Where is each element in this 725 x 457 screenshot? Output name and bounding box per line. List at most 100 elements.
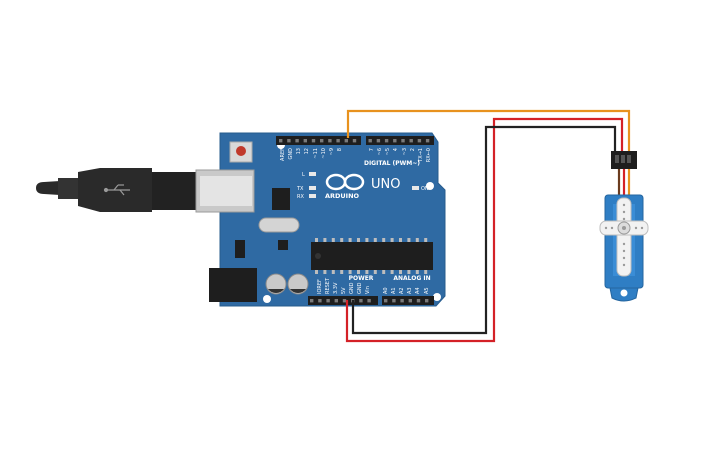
digital-pin-hole[interactable] [417,139,422,143]
mounting-hole [426,182,434,190]
horn-hole [604,226,608,230]
power-wire[interactable] [345,117,624,343]
digital-pin-hole[interactable] [352,139,357,143]
horn-hole [610,226,614,230]
led-l-label: L [302,172,305,178]
power-pin-hole[interactable] [342,299,347,303]
digital-pin-hole[interactable] [303,139,307,143]
chip-pin [382,270,386,274]
digital-pin-label: 12 [304,148,310,154]
horn-hole [622,263,626,267]
digital-pin-hole[interactable] [401,139,405,143]
power-pin-label: Vin [365,286,371,294]
reset-button[interactable] [229,141,253,163]
digital-pin-hole[interactable] [287,139,291,143]
chip-pin [331,238,335,242]
chip-pin [357,270,360,274]
digital-pin-label: GND [288,148,294,160]
analog-pin-label: A4 [415,287,421,294]
analog-pin-hole[interactable] [384,299,388,303]
analog-pin-hole[interactable] [416,299,421,303]
small-component [278,240,288,250]
power-section-label: POWER [349,275,374,282]
servo-mount-hole [620,289,628,297]
digital-pin-label: ~9 [329,148,335,155]
digital-pin-label: 8 [337,148,343,151]
chip-pin [407,270,411,274]
usb-cable[interactable] [36,168,196,212]
digital-pin-label: RX←0 [426,148,432,162]
usb-cable-end [36,181,60,195]
power-pin-hole[interactable] [359,299,363,303]
power-pin-hole[interactable] [334,299,338,303]
led-on [412,186,419,190]
servo-horn[interactable] [599,197,649,277]
analog-header[interactable] [382,296,434,305]
usb-symbol-icon [103,184,130,196]
power-pin-hole[interactable] [367,299,371,303]
digital-pin-label: TX→1 [418,148,424,163]
digital-pin-hole[interactable] [344,139,348,143]
led-tx [309,186,316,190]
chip-pin [407,238,411,242]
chip-pin [399,270,402,274]
digital-pin-label: 4 [393,148,399,151]
atmega-chip [311,242,433,270]
arduino-infinity-icon [325,173,365,191]
digital-pin-label: AREF [280,148,286,161]
digital-pin-hole[interactable] [295,139,299,143]
power-pin-hole[interactable] [318,299,322,303]
digital-header-right[interactable] [366,136,434,145]
digital-pin-hole[interactable] [393,139,397,143]
led-l [309,172,316,176]
analog-pin-hole[interactable] [408,299,412,303]
chip-pin [340,270,344,274]
ground-wire[interactable] [351,125,617,335]
digital-pin-hole[interactable] [311,139,316,143]
usb-chip [272,188,290,210]
digital-pin-hole[interactable] [336,139,340,143]
micro-servo[interactable] [599,151,649,302]
digital-pin-hole[interactable] [279,139,283,143]
horn-hole [622,210,626,214]
analog-pin-label: A2 [399,287,405,294]
analog-pin-hole[interactable] [392,299,396,303]
digital-pin-label: ~3 [402,148,408,155]
power-jack[interactable] [209,268,257,302]
mounting-hole [433,293,441,301]
digital-pin-label: ~11 [313,148,319,159]
horn-hole [622,242,626,246]
digital-pin-hole[interactable] [384,139,389,143]
chip-pin [348,238,352,242]
digital-pin-hole[interactable] [425,139,430,143]
digital-pin-hole[interactable] [376,139,381,143]
signal-wire[interactable] [346,109,631,152]
uno-logo-text: UNO [371,177,400,192]
chip-pin [390,270,394,274]
digital-section-label: DIGITAL (PWM~) [364,160,420,167]
power-pin-hole[interactable] [310,299,314,303]
chip-notch [315,253,321,259]
analog-pin-hole[interactable] [425,299,429,303]
digital-pin-hole[interactable] [320,139,324,143]
digital-pin-hole[interactable] [409,139,413,143]
chip-pin [340,238,344,242]
header-holes [279,139,430,303]
digital-pin-label: ~5 [385,148,391,155]
power-pin-label: GND [349,282,355,294]
analog-pin-hole[interactable] [400,299,404,303]
chip-pin [424,270,428,274]
digital-pin-hole[interactable] [368,139,372,143]
digital-header-left[interactable] [276,136,361,145]
capacitor [287,273,309,295]
chip-pin [315,270,318,274]
power-pin-hole[interactable] [326,299,330,303]
usb-b-jack-inner [200,176,252,206]
chip-pin [365,238,369,242]
voltage-regulator [235,240,245,258]
digital-pin-hole[interactable] [328,139,332,143]
